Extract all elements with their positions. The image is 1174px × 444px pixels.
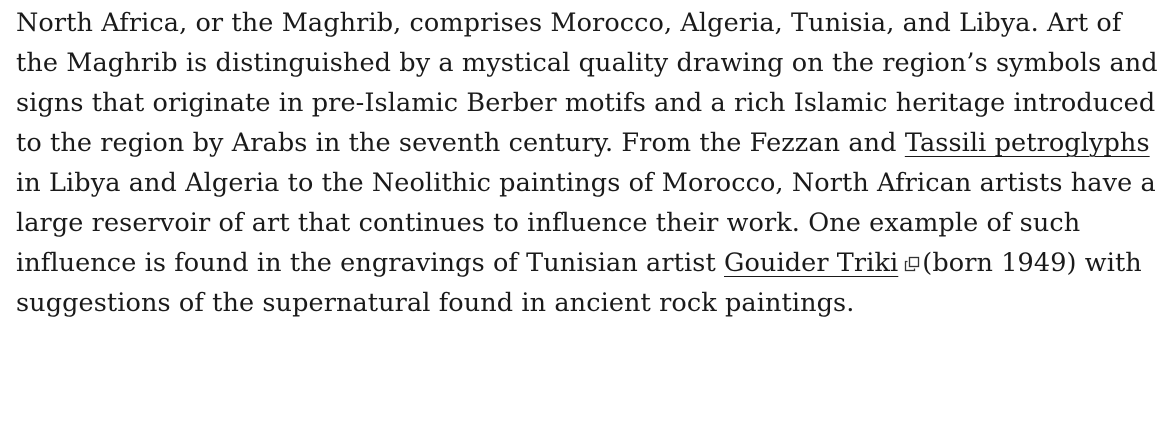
text-segment: in Libya and Algeria to the Neolithic pa… [16, 168, 1156, 278]
tassili-petroglyphs-link[interactable]: Tassili petroglyphs [904, 128, 1150, 158]
paragraph: North Africa, or the Maghrib, comprises … [16, 0, 1166, 323]
article-body: North Africa, or the Maghrib, comprises … [16, 0, 1166, 323]
text-segment: North Africa, or the Maghrib, comprises … [16, 8, 1158, 158]
gouider-triki-link[interactable]: Gouider Triki [724, 248, 899, 278]
external-link-icon[interactable] [904, 256, 920, 272]
text-segment: (born 1949) with suggestions of the supe… [16, 248, 1142, 318]
